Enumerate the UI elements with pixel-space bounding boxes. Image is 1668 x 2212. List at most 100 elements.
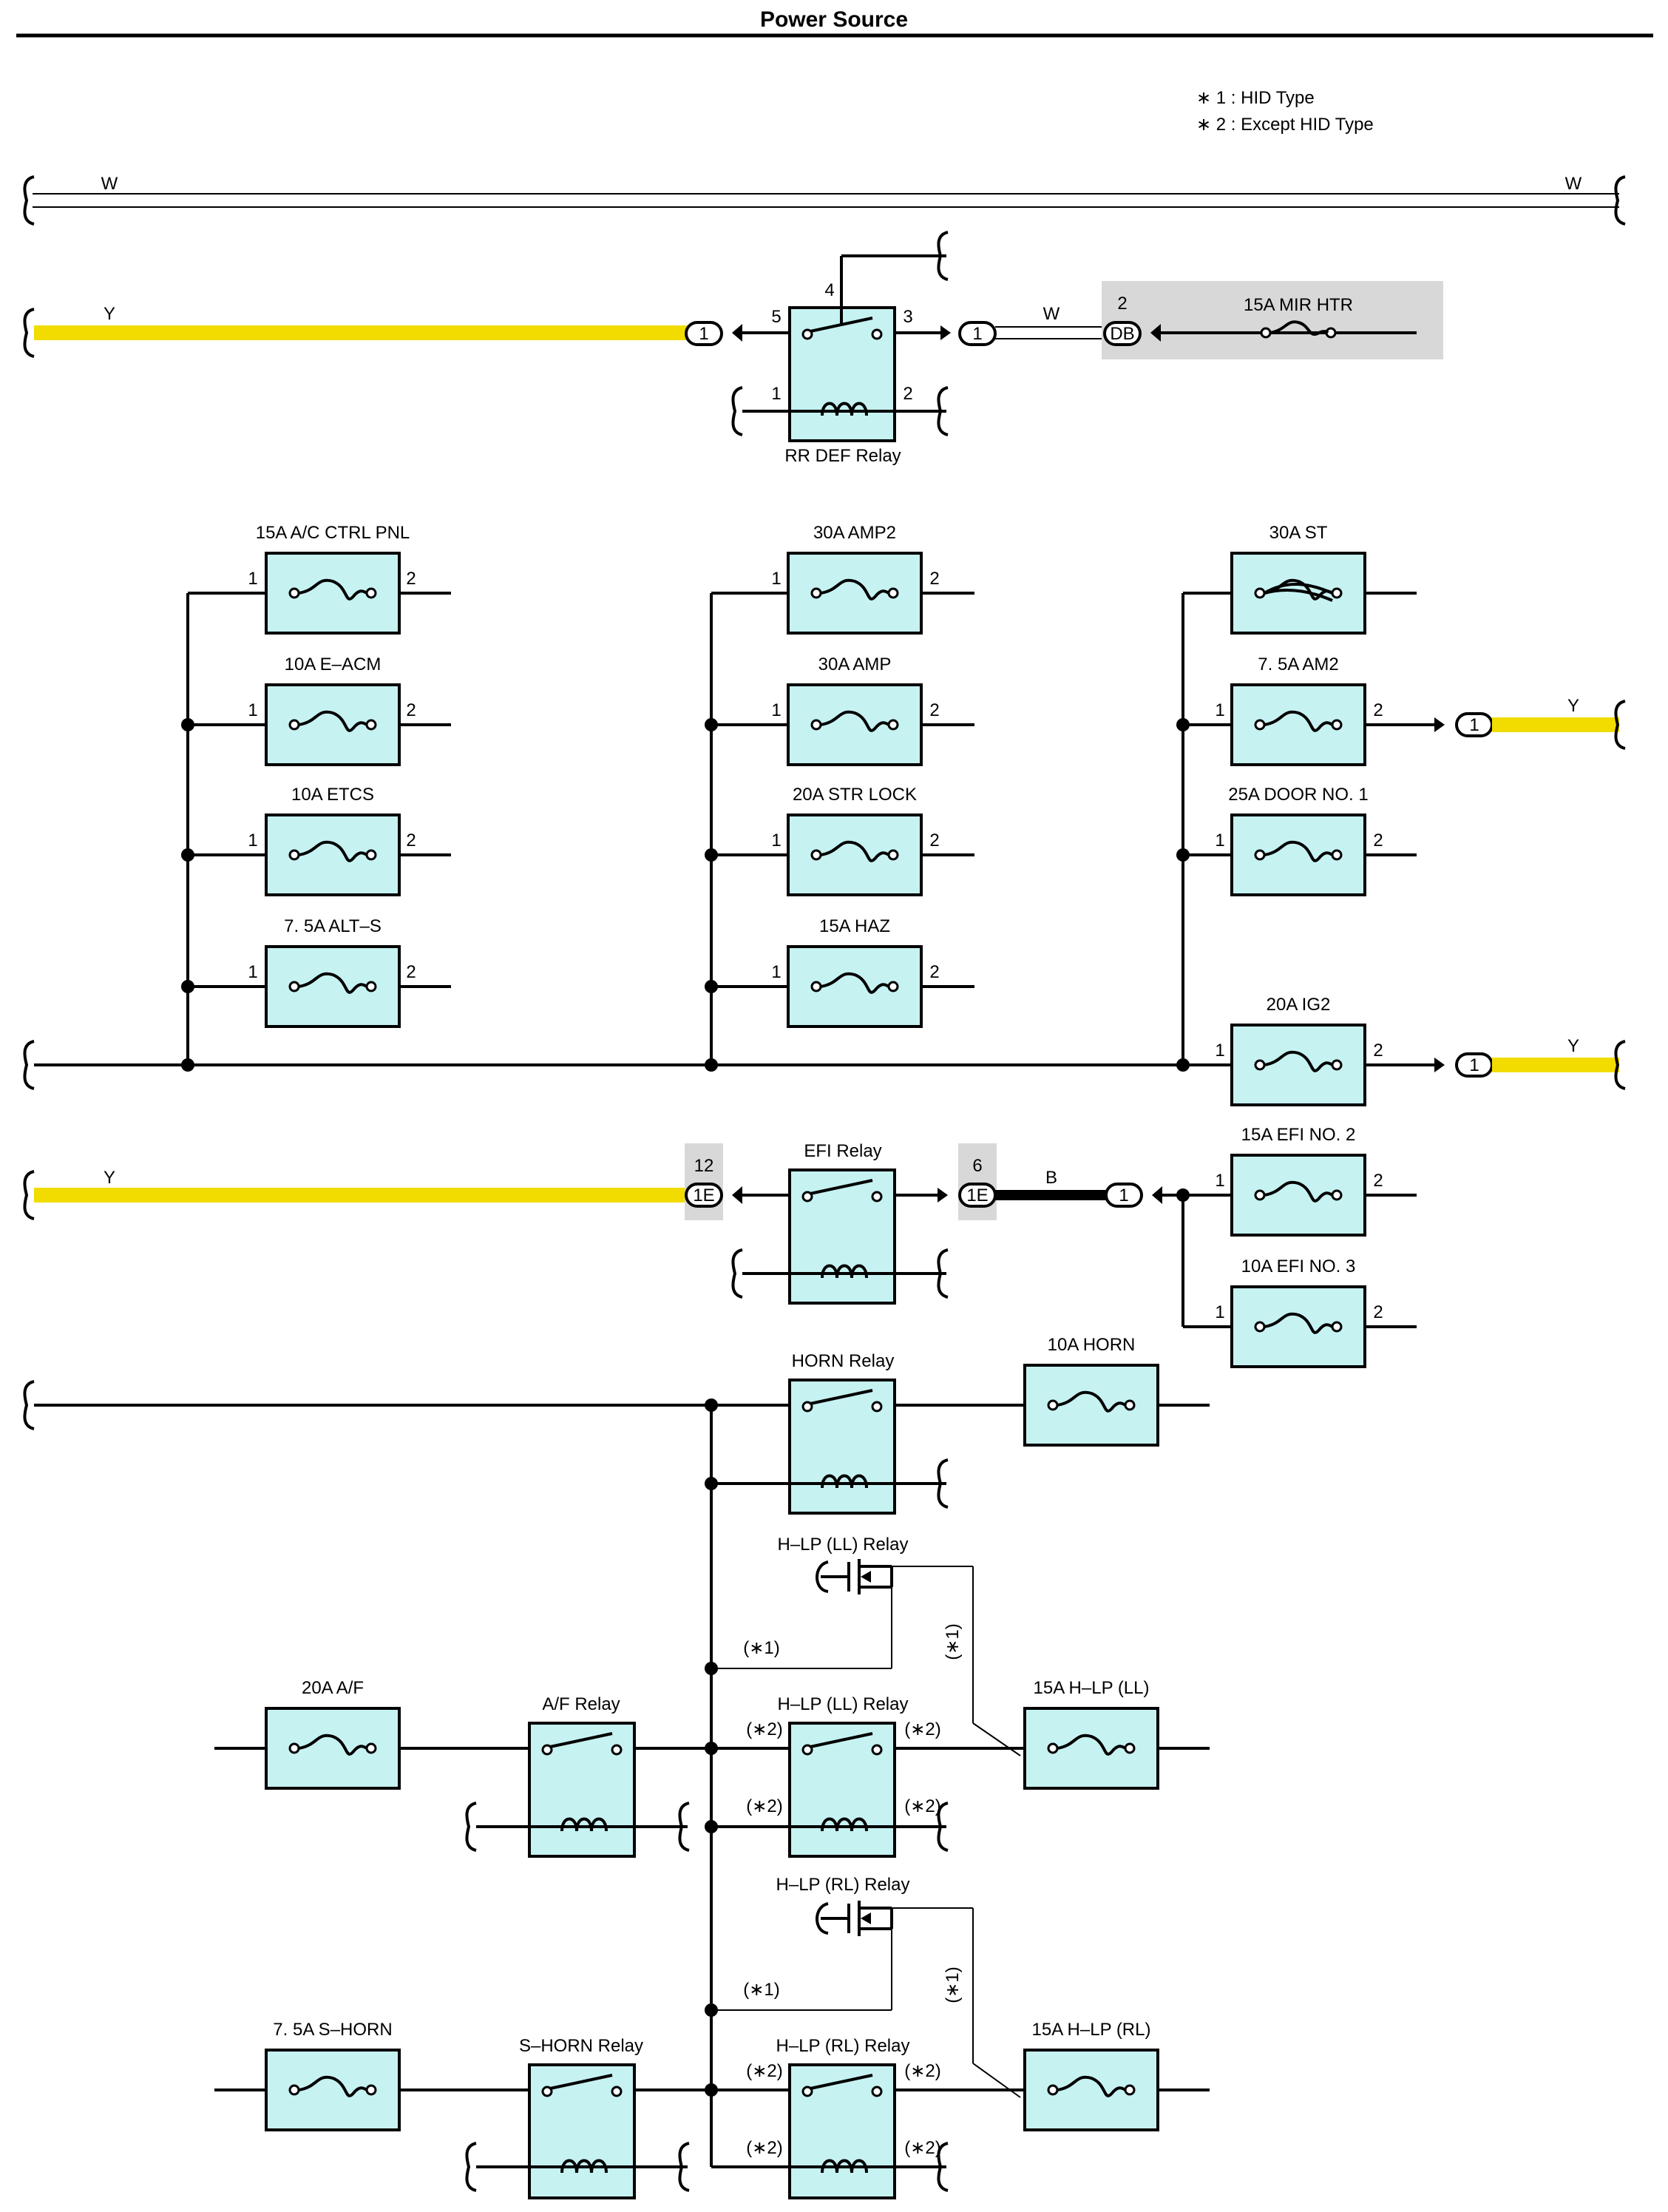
horn-row: HORN Relay 10A HORN <box>23 1335 1210 2167</box>
svg-text:2: 2 <box>406 700 416 720</box>
svg-text:1: 1 <box>1469 1055 1479 1075</box>
svg-text:1: 1 <box>248 569 257 589</box>
svg-text:1: 1 <box>972 324 982 344</box>
svg-text:20A IG2: 20A IG2 <box>1267 995 1331 1015</box>
svg-text:2: 2 <box>406 831 416 850</box>
efi-row: Y 12 1E EFI Relay 6 1E B 1 15A EFI NO <box>23 1125 1417 1368</box>
fuse-amp2: 30A AMP2 1 2 <box>711 523 974 635</box>
svg-text:30A AMP2: 30A AMP2 <box>813 523 896 543</box>
svg-text:30A AMP: 30A AMP <box>818 655 892 674</box>
svg-text:W: W <box>1565 174 1582 194</box>
fuse-st: 30A ST <box>1183 523 1417 635</box>
right-fuse-block: 30A ST 7. 5A AM2 1 2 1 Y 25A DOOR NO. 1 … <box>1176 523 1627 1106</box>
fuse-str-lock: 20A STR LOCK 1 2 <box>705 785 974 896</box>
s-horn-relay <box>528 2063 636 2199</box>
horn-relay-label: HORN Relay <box>792 1351 895 1371</box>
efi-relay-label: EFI Relay <box>804 1141 881 1161</box>
svg-text:1: 1 <box>771 700 781 720</box>
svg-text:1: 1 <box>1469 715 1479 735</box>
svg-text:DB: DB <box>1110 324 1134 344</box>
svg-text:10A ETCS: 10A ETCS <box>291 785 374 805</box>
svg-text:1: 1 <box>1215 1302 1224 1322</box>
svg-text:15A H–LP (RL): 15A H–LP (RL) <box>1032 2020 1151 2040</box>
svg-text:(∗2): (∗2) <box>904 1796 940 1816</box>
svg-text:1: 1 <box>699 324 708 344</box>
svg-text:20A A/F: 20A A/F <box>302 1678 364 1698</box>
hlp-rl-relay <box>788 2063 896 2199</box>
svg-text:7. 5A S–HORN: 7. 5A S–HORN <box>273 2020 392 2040</box>
fuse-s-horn: 7. 5A S–HORN <box>265 2020 401 2131</box>
hlp-rl-hid-relay: H–LP (RL) Relay (∗1) (∗1) <box>705 1875 1021 2098</box>
note-hid: ∗ 1 : HID Type <box>1196 88 1315 108</box>
af-relay <box>528 1722 636 1858</box>
page-title: Power Source <box>760 7 908 32</box>
fuse-af: 20A A/F <box>265 1678 401 1790</box>
svg-text:2: 2 <box>1117 294 1127 314</box>
fuse-door-no1: 25A DOOR NO. 1 1 2 <box>1176 785 1417 896</box>
af-row: 20A A/F A/F Relay H–LP (LL) Relay (∗2) (… <box>214 1678 1210 1858</box>
svg-text:1E: 1E <box>966 1186 988 1205</box>
fuse-e-acm: 10A E–ACM 1 2 <box>181 655 451 766</box>
fuse-ac-ctrl-pnl: 15A A/C CTRL PNL 1 2 <box>188 523 451 635</box>
svg-text:2: 2 <box>929 831 939 850</box>
fuse-hlp-ll: 15A H–LP (LL) <box>1023 1678 1159 1790</box>
svg-text:15A EFI NO. 2: 15A EFI NO. 2 <box>1241 1125 1356 1145</box>
s-horn-relay-label: S–HORN Relay <box>519 2036 643 2056</box>
svg-text:2: 2 <box>929 700 939 720</box>
af-relay-label: A/F Relay <box>542 1694 620 1714</box>
svg-text:10A E–ACM: 10A E–ACM <box>285 655 382 674</box>
svg-text:30A ST: 30A ST <box>1269 523 1328 543</box>
fuse-amp: 30A AMP 1 2 <box>705 655 974 766</box>
svg-text:(∗2): (∗2) <box>746 1796 782 1816</box>
svg-text:15A HAZ: 15A HAZ <box>819 916 890 936</box>
middle-fuse-block: 30A AMP2 1 2 30A AMP 1 2 20A STR LOCK 1 … <box>705 523 974 1065</box>
svg-text:10A EFI NO. 3: 10A EFI NO. 3 <box>1241 1256 1356 1276</box>
fuse-alt-s: 7. 5A ALT–S 1 2 <box>181 916 451 1028</box>
left-fuse-block: 15A A/C CTRL PNL 1 2 10A E–ACM 1 2 10A E… <box>23 523 1190 1090</box>
svg-text:Y: Y <box>1567 696 1579 716</box>
svg-text:2: 2 <box>1373 831 1383 850</box>
svg-text:4: 4 <box>824 280 834 300</box>
svg-text:(∗1): (∗1) <box>943 1623 963 1660</box>
fuse-efi-no3: 10A EFI NO. 3 1 2 <box>1183 1256 1417 1368</box>
fuse-ig2: 20A IG2 1 2 1 Y <box>1183 995 1627 1106</box>
mir-htr-shade <box>1102 281 1443 359</box>
svg-text:W: W <box>101 174 118 194</box>
fuse-horn: 10A HORN <box>1023 1335 1159 1447</box>
fuse-hlp-rl: 15A H–LP (RL) <box>1023 2020 1159 2131</box>
svg-text:2: 2 <box>1373 700 1383 720</box>
svg-text:(∗2): (∗2) <box>746 2138 782 2158</box>
hlp-ll-hid-relay: H–LP (LL) Relay (∗1) (∗1) <box>705 1535 1021 1756</box>
svg-text:20A STR LOCK: 20A STR LOCK <box>793 785 917 805</box>
note-except-hid: ∗ 2 : Except HID Type <box>1196 115 1374 135</box>
svg-text:7. 5A ALT–S: 7. 5A ALT–S <box>284 916 382 936</box>
svg-text:2: 2 <box>1373 1041 1383 1061</box>
svg-text:6: 6 <box>972 1156 982 1176</box>
mir-htr-label: 15A MIR HTR <box>1244 295 1353 315</box>
svg-text:(∗2): (∗2) <box>746 2061 782 2081</box>
svg-text:1: 1 <box>1215 700 1224 720</box>
svg-text:10A HORN: 10A HORN <box>1048 1335 1136 1355</box>
svg-text:1: 1 <box>771 569 781 589</box>
svg-text:1: 1 <box>1215 831 1224 850</box>
svg-text:1: 1 <box>1215 1171 1224 1191</box>
svg-text:(∗1): (∗1) <box>743 1638 779 1658</box>
svg-text:1: 1 <box>248 700 257 720</box>
svg-text:(∗2): (∗2) <box>904 1719 940 1739</box>
svg-text:1: 1 <box>1119 1186 1128 1205</box>
svg-text:3: 3 <box>903 307 912 327</box>
svg-text:Y: Y <box>1567 1036 1579 1056</box>
svg-text:7. 5A AM2: 7. 5A AM2 <box>1258 655 1338 674</box>
svg-text:H–LP (LL) Relay: H–LP (LL) Relay <box>778 1694 909 1714</box>
rr-def-row: Y 1 4 5 3 1 2 RR DEF Relay 1 W 2 DB <box>23 231 1443 466</box>
svg-text:H–LP (RL) Relay: H–LP (RL) Relay <box>776 1875 910 1895</box>
svg-text:B: B <box>1045 1168 1057 1188</box>
svg-text:2: 2 <box>1373 1302 1383 1322</box>
svg-text:1: 1 <box>248 831 257 850</box>
svg-text:2: 2 <box>903 384 912 404</box>
svg-text:2: 2 <box>929 569 939 589</box>
fuse-am2: 7. 5A AM2 1 2 1 Y <box>1176 655 1627 766</box>
svg-text:H–LP (RL) Relay: H–LP (RL) Relay <box>776 2036 910 2056</box>
rr-def-relay-label: RR DEF Relay <box>784 446 901 466</box>
